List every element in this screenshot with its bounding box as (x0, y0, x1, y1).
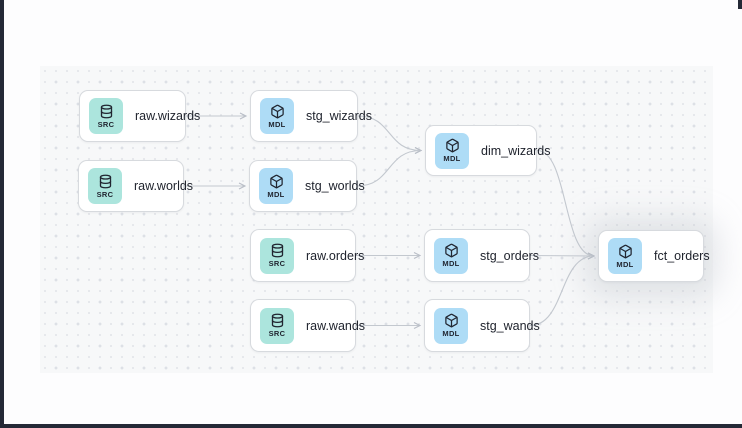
node-type-badge: SRC (88, 168, 122, 204)
node-type-label: SRC (268, 259, 286, 269)
node-title: dim_wizards (481, 143, 551, 158)
node-type-badge: MDL (434, 237, 468, 274)
node-raw-worlds[interactable]: SRC raw.worlds (78, 160, 193, 212)
database-icon (98, 174, 113, 189)
node-type-label: SRC (96, 189, 114, 199)
node-type-badge: MDL (435, 132, 469, 169)
cube-icon (618, 244, 633, 259)
database-icon (270, 243, 285, 258)
window-frame-left (0, 0, 4, 428)
cube-icon (445, 138, 460, 153)
node-title: raw.orders (306, 248, 365, 263)
node-type-label: MDL (443, 154, 461, 164)
node-title: raw.wands (306, 318, 366, 333)
cube-icon (269, 174, 284, 189)
node-type-label: MDL (442, 259, 460, 269)
node-stg-orders[interactable]: MDL stg_orders (424, 229, 539, 282)
node-dim-wizards[interactable]: MDL dim_wizards (425, 125, 550, 176)
cube-icon (270, 104, 285, 119)
node-type-badge: MDL (259, 168, 293, 204)
node-stg-wizards[interactable]: MDL stg_wizards (250, 90, 372, 142)
node-type-badge: SRC (260, 307, 294, 344)
node-title: raw.wizards (135, 109, 201, 123)
cube-icon (444, 243, 459, 258)
node-type-label: SRC (97, 119, 115, 129)
node-stg-wands[interactable]: MDL stg_wands (424, 299, 540, 352)
node-title: fct_orders (654, 249, 710, 263)
cube-icon (444, 313, 459, 328)
node-type-badge: SRC (89, 98, 123, 134)
node-type-label: MDL (267, 189, 285, 199)
node-title: stg_orders (480, 248, 540, 263)
node-title: stg_wands (480, 318, 540, 333)
window-frame-corner (738, 0, 742, 9)
node-stg-worlds[interactable]: MDL stg_worlds (249, 160, 365, 212)
node-raw-wands[interactable]: SRC raw.wands (250, 299, 365, 352)
node-type-label: SRC (268, 329, 286, 339)
database-icon (270, 313, 285, 328)
node-raw-orders[interactable]: SRC raw.orders (250, 229, 364, 282)
node-raw-wizards[interactable]: SRC raw.wizards (79, 90, 200, 142)
node-type-label: MDL (268, 119, 286, 129)
node-title: raw.worlds (134, 179, 194, 193)
node-title: stg_worlds (305, 179, 365, 193)
node-type-badge: MDL (260, 98, 294, 134)
node-title: stg_wizards (306, 109, 372, 123)
window-frame-bottom (0, 424, 742, 428)
node-type-badge: MDL (608, 238, 642, 274)
database-icon (99, 104, 114, 119)
node-type-badge: MDL (434, 307, 468, 344)
node-type-label: MDL (442, 329, 460, 339)
node-type-badge: SRC (260, 237, 294, 274)
node-type-label: MDL (616, 259, 634, 269)
node-fct-orders[interactable]: MDL fct_orders (598, 230, 710, 282)
